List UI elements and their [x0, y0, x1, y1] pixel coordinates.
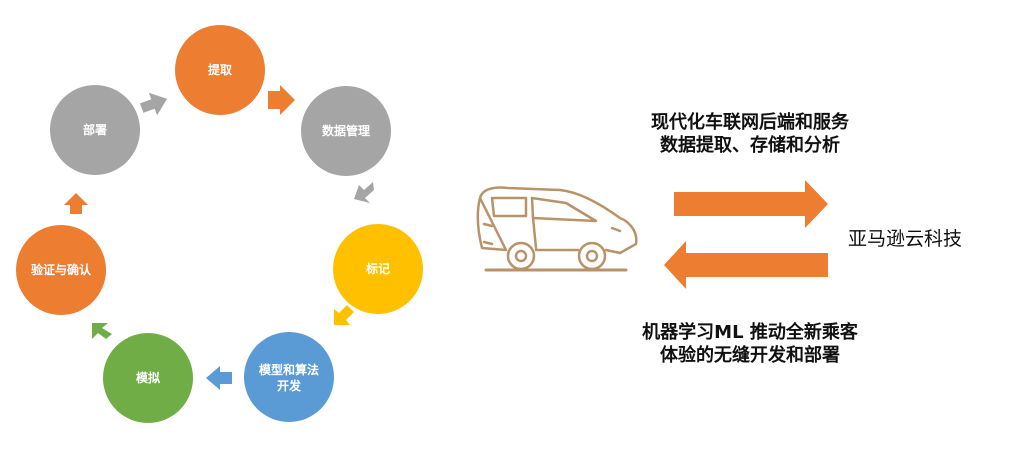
node-validation-label: 验证与确认 — [31, 262, 92, 277]
cycle-arrow-3 — [334, 305, 354, 325]
cycle-arrow-5 — [92, 323, 112, 339]
node-model-algorithm-label-2: 开发 — [277, 378, 302, 393]
node-labeling-label: 标记 — [365, 261, 390, 276]
cycle-arrow-2 — [354, 182, 374, 203]
node-labeling: 标记 — [333, 224, 423, 314]
cycle-arrows — [64, 85, 374, 390]
cycle-arrow-1 — [268, 85, 295, 115]
cycle-arrow-4 — [206, 366, 232, 390]
node-simulation: 模拟 — [103, 333, 193, 423]
node-validation: 验证与确认 — [16, 225, 106, 315]
node-deploy: 部署 — [50, 85, 140, 175]
car-outline-icon — [476, 186, 638, 272]
bottom-description-line-2: 体验的无缝开发和部署 — [660, 344, 840, 366]
node-simulation-label: 模拟 — [136, 370, 160, 385]
node-extract: 提取 — [175, 25, 265, 115]
node-model-algorithm-label: 模型和算法 — [259, 362, 319, 377]
bottom-description: 机器学习ML 推动全新乘客 体验的无缝开发和部署 — [600, 322, 900, 367]
destination-label: 亚马逊云科技 — [848, 228, 963, 250]
node-data-management: 数据管理 — [301, 86, 391, 176]
node-deploy-label: 部署 — [83, 122, 107, 137]
bottom-description-line-1: 机器学习ML 推动全新乘客 — [642, 322, 858, 343]
node-extract-label: 提取 — [208, 62, 232, 77]
cycle-arrow-6 — [64, 193, 88, 214]
flow-arrow-right — [674, 180, 828, 228]
cycle-arrow-7 — [140, 92, 168, 116]
flow-arrow-left — [664, 241, 828, 289]
top-description-line-1: 现代化车联网后端和服务 — [651, 112, 849, 133]
top-description-line-2: 数据提取、存储和分析 — [660, 134, 840, 156]
node-model-algorithm-dev: 模型和算法 开发 — [244, 332, 334, 422]
node-data-management-label: 数据管理 — [322, 123, 370, 138]
top-description: 现代化车联网后端和服务 数据提取、存储和分析 — [600, 112, 900, 157]
